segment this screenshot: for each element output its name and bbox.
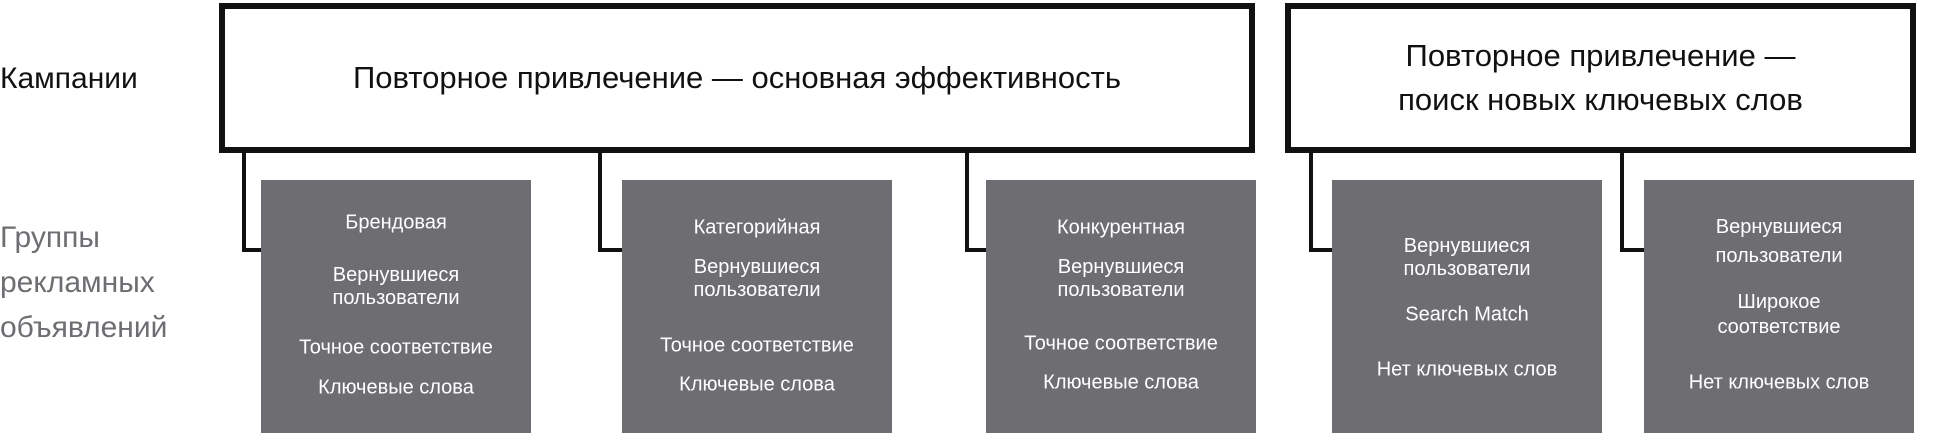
ad-group-brand: Брендовая Вернувшиеся пользователи Точно… bbox=[261, 180, 531, 433]
row-label-campaigns: Кампании bbox=[0, 62, 138, 95]
ad-group-item: Вернувшиеся пользователи bbox=[1403, 235, 1531, 280]
connector bbox=[965, 248, 987, 252]
connector bbox=[242, 147, 246, 252]
ad-group-item: Точное соответствие bbox=[1024, 332, 1218, 355]
campaign-title-line: поиск новых ключевых слов bbox=[1398, 82, 1803, 117]
row-label-ad-groups: Группы рекламных объявлений bbox=[0, 221, 168, 344]
connector bbox=[1309, 147, 1313, 252]
ad-group-item: Ключевые слова bbox=[679, 373, 835, 396]
ad-group-item: Конкурентная bbox=[1056, 216, 1186, 239]
ad-group-broad-match: Вернувшиеся пользователи Широкое соответ… bbox=[1644, 180, 1914, 433]
ad-group-item: Точное соответствие bbox=[299, 336, 493, 359]
ad-group-item: Категорийная bbox=[693, 216, 821, 239]
ad-group-search-match: Вернувшиеся пользователи Search Match Не… bbox=[1332, 180, 1602, 433]
connector bbox=[598, 248, 623, 252]
ad-group-item: Точное соответствие bbox=[660, 334, 854, 357]
ad-group-item: Вернувшиеся пользователи bbox=[1057, 256, 1185, 301]
campaign-box-core: Повторное привлечение — основная эффекти… bbox=[219, 3, 1255, 153]
connector bbox=[1620, 248, 1645, 252]
connector bbox=[1309, 248, 1333, 252]
ad-group-item: Ключевые слова bbox=[318, 376, 474, 399]
ad-group-item: Нет ключевых слов bbox=[1688, 371, 1870, 394]
ad-group-item: Вернувшиеся пользователи bbox=[332, 264, 460, 309]
connector bbox=[242, 248, 262, 252]
ad-group-item: Вернувшиеся пользователи bbox=[1715, 216, 1843, 267]
campaign-title-line: Повторное привлечение — bbox=[1405, 38, 1796, 73]
ad-group-competitor: Конкурентная Вернувшиеся пользователи То… bbox=[986, 180, 1256, 433]
connector bbox=[1620, 147, 1624, 252]
ad-group-item: Ключевые слова bbox=[1043, 371, 1199, 394]
ad-group-item: Широкое соответствие bbox=[1717, 291, 1841, 338]
campaign-title: Повторное привлечение — основная эффекти… bbox=[352, 60, 1122, 95]
ad-group-item: Вернувшиеся пользователи bbox=[693, 256, 821, 301]
ad-group-category: Категорийная Вернувшиеся пользователи То… bbox=[622, 180, 892, 433]
ad-group-item: Брендовая bbox=[345, 211, 447, 234]
ad-group-item: Search Match bbox=[1405, 303, 1529, 326]
ad-group-item: Нет ключевых слов bbox=[1376, 358, 1558, 381]
campaign-box-discovery: Повторное привлечение — поиск новых ключ… bbox=[1285, 3, 1916, 153]
connector bbox=[598, 147, 602, 252]
connector bbox=[965, 147, 969, 252]
